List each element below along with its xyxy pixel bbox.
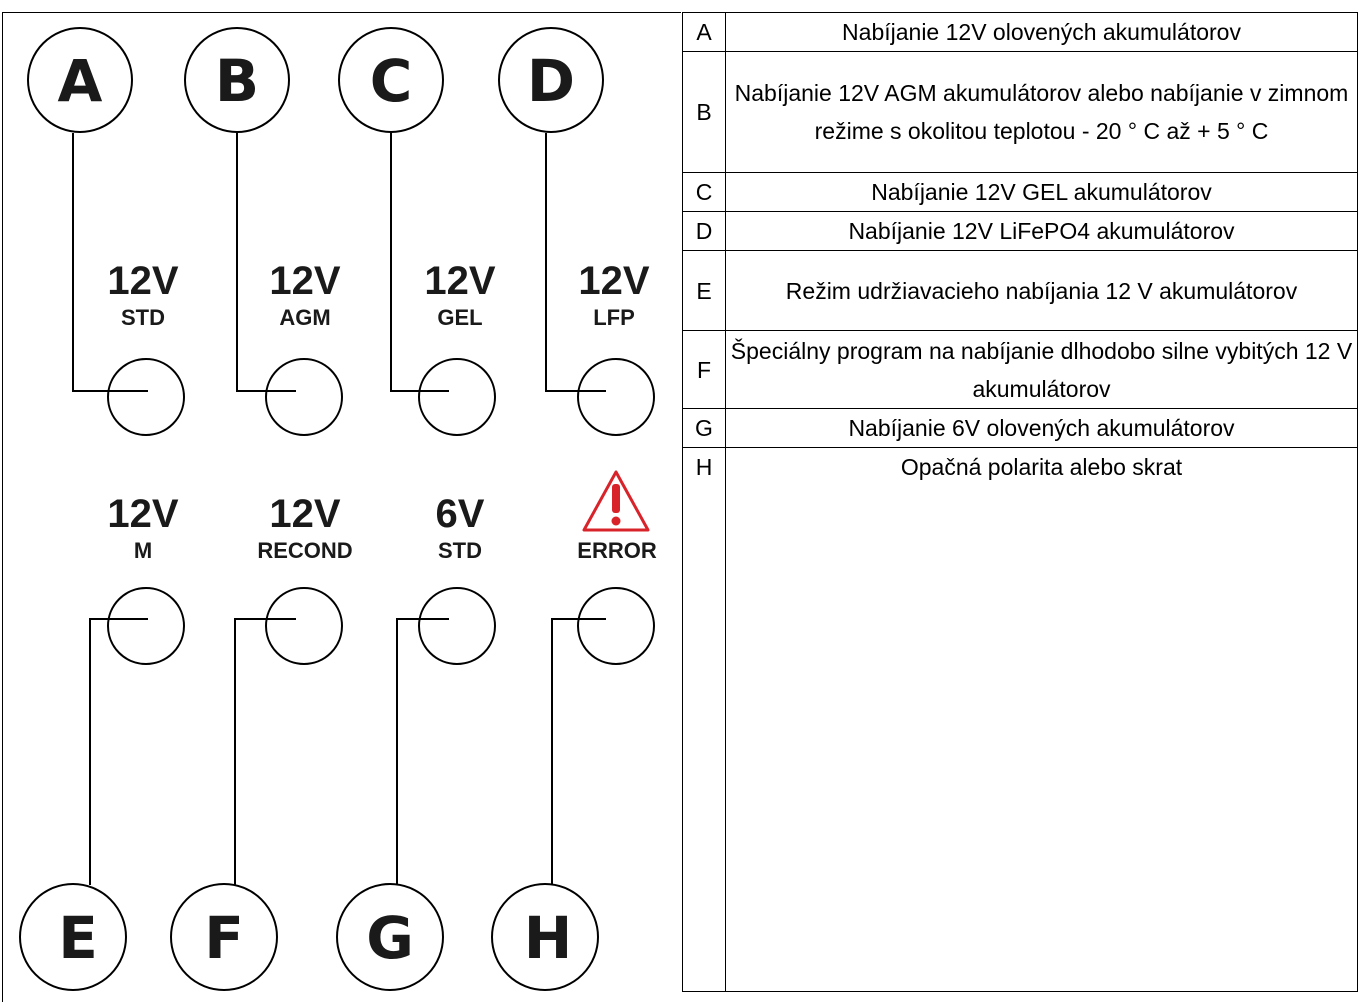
indicator-voltage-agm: 12V xyxy=(269,259,340,303)
legend-text: Opačná polarita alebo skrat xyxy=(725,447,1358,992)
callout-c: C xyxy=(338,27,444,133)
legend-table: A Nabíjanie 12V olovených akumulátorov B… xyxy=(682,12,1358,992)
legend-row: H Opačná polarita alebo skrat xyxy=(682,447,1358,992)
indicator-mode-m: M xyxy=(134,538,152,563)
callout-d-letter: D xyxy=(527,47,575,115)
callout-b-letter: B xyxy=(215,47,259,115)
callout-a-letter: A xyxy=(58,47,103,115)
panel-frame xyxy=(2,12,681,1002)
callout-g: G xyxy=(336,883,444,991)
led-12v-gel xyxy=(418,358,496,436)
indicator-voltage-gel: 12V xyxy=(424,259,495,303)
leader-line-h xyxy=(551,618,606,885)
legend-key: B xyxy=(682,51,726,173)
legend-key: A xyxy=(682,12,726,52)
indicator-voltage-6v-std: 6V xyxy=(436,492,485,536)
indicator-mode-agm: AGM xyxy=(279,305,330,330)
charger-panel-diagram: A B C D 12V STD 12V AGM 12V GEL 12V LFP … xyxy=(19,27,657,991)
legend-key: G xyxy=(682,408,726,448)
callout-d: D xyxy=(498,27,604,133)
callout-h-letter: H xyxy=(524,904,573,972)
indicator-mode-gel: GEL xyxy=(437,305,482,330)
indicator-voltage-recond: 12V xyxy=(269,492,340,536)
legend-text: Nabíjanie 12V GEL akumulátorov xyxy=(725,172,1358,212)
legend-row: G Nabíjanie 6V olovených akumulátorov xyxy=(682,408,1358,448)
led-6v-std xyxy=(418,587,496,665)
led-error xyxy=(577,587,655,665)
led-12v-recond xyxy=(265,587,343,665)
legend-row: D Nabíjanie 12V LiFePO4 akumulátorov xyxy=(682,211,1358,251)
indicator-voltage-m: 12V xyxy=(107,492,178,536)
legend-text: Nabíjanie 12V AGM akumulátorov alebo nab… xyxy=(725,51,1358,173)
led-12v-lfp xyxy=(577,358,655,436)
legend-key: E xyxy=(682,250,726,331)
led-12v-agm xyxy=(265,358,343,436)
legend-row: A Nabíjanie 12V olovených akumulátorov xyxy=(682,12,1358,52)
legend-row: F Špeciálny program na nabíjanie dlhodob… xyxy=(682,330,1358,409)
callout-f-letter: F xyxy=(204,904,244,972)
callout-f: F xyxy=(170,883,278,991)
led-12v-std xyxy=(107,358,185,436)
legend-key: C xyxy=(682,172,726,212)
legend-text: Režim udržiavacieho nabíjania 12 V akumu… xyxy=(725,250,1358,331)
indicator-voltage-std: 12V xyxy=(107,259,178,303)
leader-line-f xyxy=(234,618,296,885)
legend-text: Špeciálny program na nabíjanie dlhodobo … xyxy=(725,330,1358,409)
indicator-mode-std: STD xyxy=(121,305,165,330)
legend-row: C Nabíjanie 12V GEL akumulátorov xyxy=(682,172,1358,212)
legend-text: Nabíjanie 12V olovených akumulátorov xyxy=(725,12,1358,52)
leader-line-e xyxy=(89,618,148,885)
legend-key: H xyxy=(682,447,726,992)
callout-g-letter: G xyxy=(366,904,414,972)
legend-key: F xyxy=(682,330,726,409)
indicator-mode-recond: RECOND xyxy=(257,538,352,563)
callout-b: B xyxy=(184,27,290,133)
legend-key: D xyxy=(682,211,726,251)
led-12v-m xyxy=(107,587,185,665)
leader-line-g xyxy=(396,618,449,885)
warning-triangle-icon xyxy=(582,470,650,532)
callout-e-letter: E xyxy=(58,904,98,972)
legend-text: Nabíjanie 6V olovených akumulátorov xyxy=(725,408,1358,448)
indicator-mode-error: ERROR xyxy=(577,538,657,563)
legend-row: B Nabíjanie 12V AGM akumulátorov alebo n… xyxy=(682,51,1358,173)
indicator-mode-6v-std: STD xyxy=(438,538,482,563)
callout-c-letter: C xyxy=(370,47,413,115)
callout-e: E xyxy=(19,883,127,991)
indicator-voltage-lfp: 12V xyxy=(578,259,649,303)
legend-row: E Režim udržiavacieho nabíjania 12 V aku… xyxy=(682,250,1358,331)
indicator-mode-lfp: LFP xyxy=(593,305,635,330)
callout-a: A xyxy=(27,27,133,133)
callout-h: H xyxy=(491,883,599,991)
legend-text: Nabíjanie 12V LiFePO4 akumulátorov xyxy=(725,211,1358,251)
